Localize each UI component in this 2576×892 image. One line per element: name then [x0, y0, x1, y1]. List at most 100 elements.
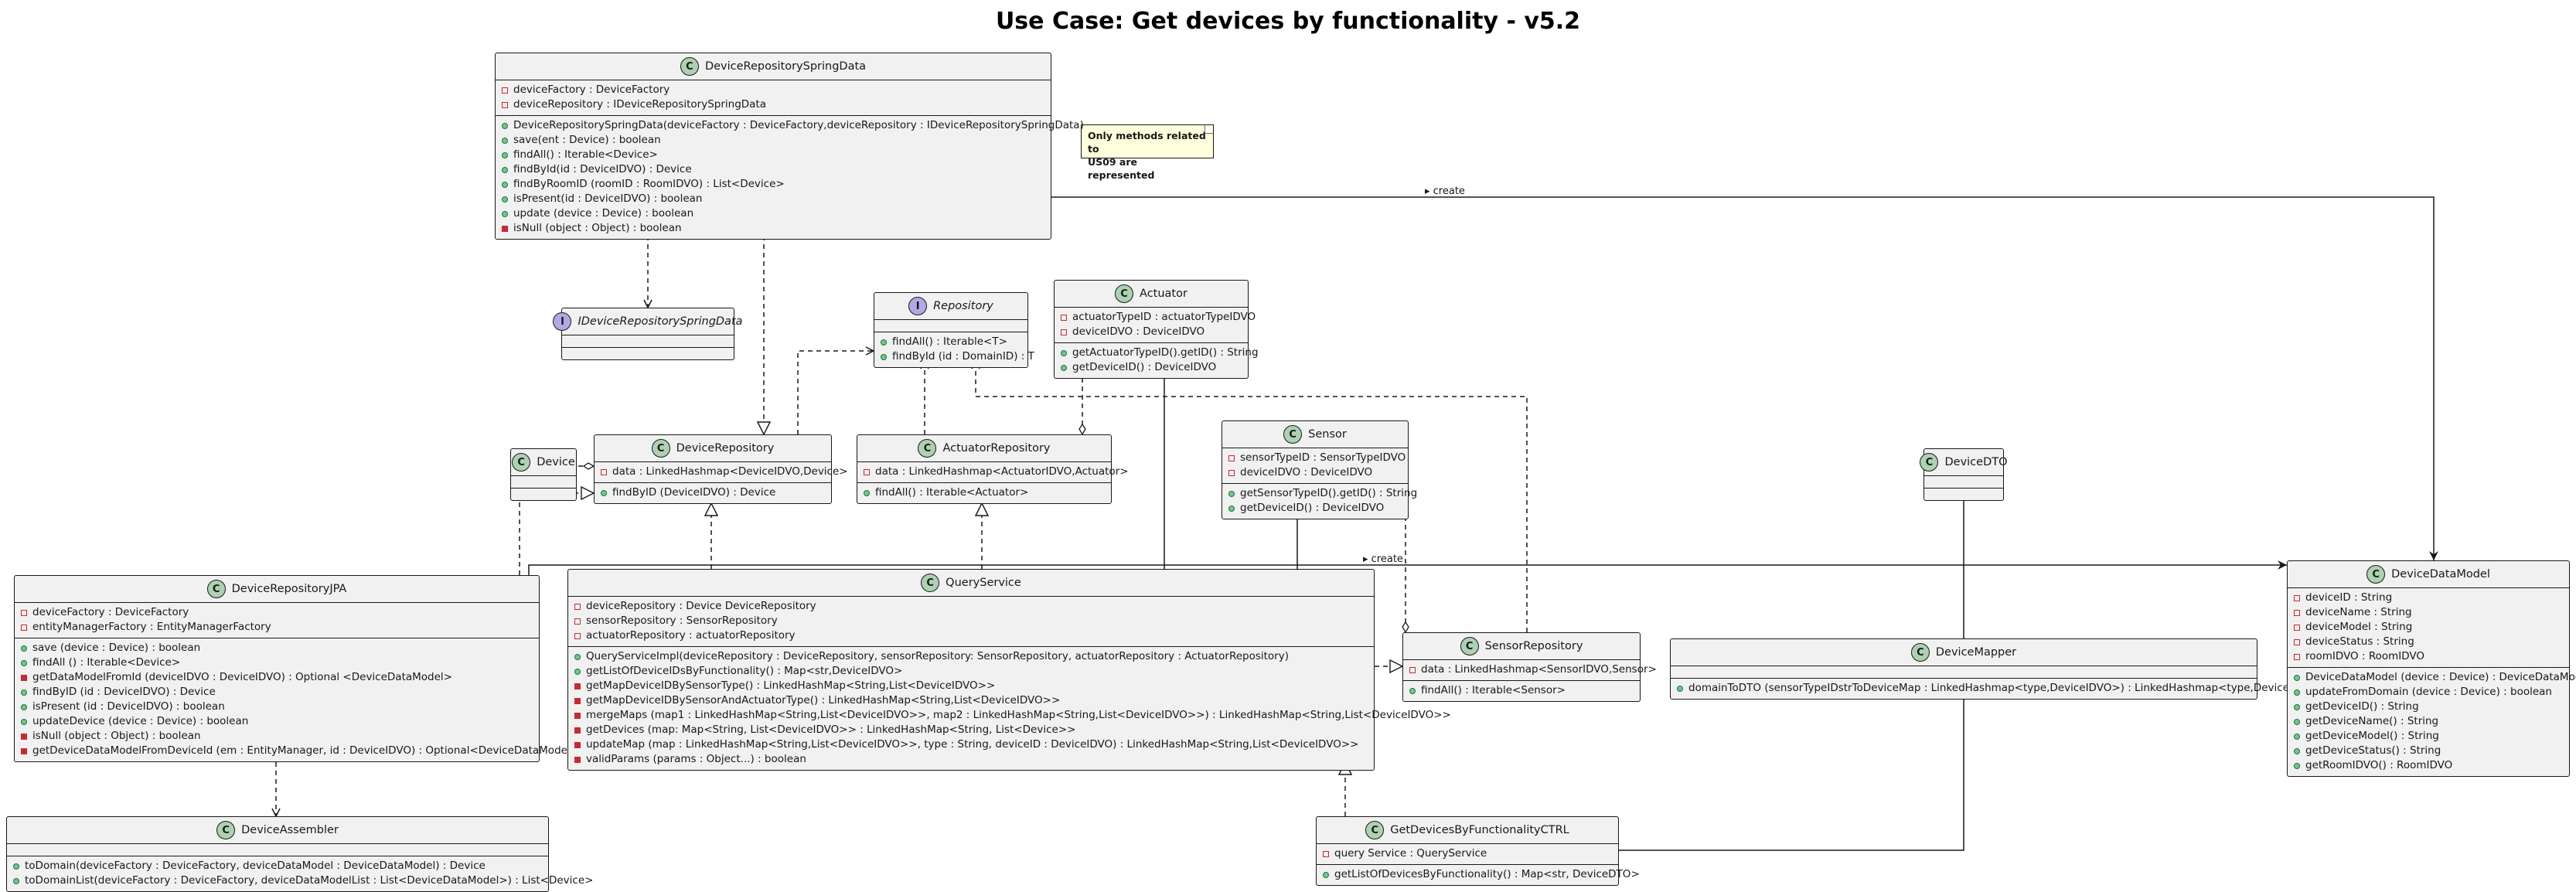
- method-text: findAll() : Iterable<Actuator>: [875, 486, 1029, 499]
- private-field-icon: [1061, 314, 1067, 321]
- public-member-icon: [574, 653, 581, 660]
- public-member-icon: [574, 668, 581, 675]
- attributes-compartment: [874, 320, 1027, 332]
- method-row: findAll() : Iterable<T>: [874, 335, 1027, 349]
- class-badge-icon: C: [921, 574, 940, 592]
- method-row: getMapDeviceIDBySensorType() : LinkedHas…: [568, 679, 1374, 693]
- method-row: findById(id : DeviceIDVO) : Device: [496, 162, 1051, 177]
- attribute-row: deviceRepository : Device DeviceReposito…: [568, 599, 1374, 614]
- class-device[interactable]: C Device: [510, 448, 577, 501]
- attribute-text: deviceRepository : Device DeviceReposito…: [586, 600, 816, 612]
- private-method-icon: [21, 733, 27, 740]
- method-text: getDeviceDataModelFromDeviceId (em : Ent…: [32, 744, 580, 757]
- public-member-icon: [21, 703, 27, 710]
- public-member-icon: [13, 863, 19, 870]
- note-fold-icon: [1205, 124, 1214, 134]
- class-name: GetDevicesByFunctionalityCTRL: [1390, 824, 1569, 836]
- public-member-icon: [1061, 364, 1067, 371]
- public-member-icon: [1323, 871, 1329, 878]
- class-badge-icon: C: [512, 453, 531, 472]
- attributes-compartment: [511, 476, 576, 489]
- class-badge-icon: C: [216, 821, 236, 839]
- method-row: getDevices (map: Map<String, List<Device…: [568, 723, 1374, 737]
- method-row: findByRoomID (roomID : RoomIDVO) : List<…: [496, 177, 1051, 192]
- method-row: findAll () : Iterable<Device>: [15, 655, 539, 670]
- method-text: isNull (object : Object) : boolean: [513, 222, 682, 234]
- method-text: getDeviceID() : DeviceIDVO: [1072, 361, 1217, 373]
- private-field-icon: [502, 87, 508, 94]
- private-method-icon: [21, 747, 27, 754]
- method-row: getDeviceDataModelFromDeviceId (em : Ent…: [15, 744, 579, 758]
- class-name: DeviceAssembler: [241, 824, 339, 836]
- attribute-row: data : LinkedHashmap<SensorIDVO,Sensor>: [1403, 662, 1657, 677]
- public-member-icon: [502, 122, 508, 129]
- methods-compartment: getListOfDevicesByFunctionality() : Map<…: [1317, 865, 1640, 885]
- private-method-icon: [574, 683, 581, 689]
- attribute-row: entityManagerFactory : EntityManagerFact…: [15, 620, 539, 635]
- private-field-icon: [2294, 609, 2300, 616]
- note: Only methods related to US09 are represe…: [1081, 124, 1214, 181]
- method-text: findById (id : DomainID) : T: [892, 350, 1034, 363]
- attribute-text: data : LinkedHashmap<DeviceIDVO,Device>: [612, 465, 848, 478]
- public-member-icon: [2294, 762, 2300, 769]
- method-row: findByID (DeviceIDVO) : Device: [595, 485, 831, 500]
- class-badge-icon: C: [1115, 284, 1134, 303]
- private-field-icon: [21, 609, 27, 616]
- attribute-text: data : LinkedHashmap<SensorIDVO,Sensor>: [1421, 663, 1657, 676]
- method-row: findByID (id : DeviceIDVO) : Device: [15, 685, 539, 700]
- class-name: Device: [537, 456, 575, 468]
- attribute-row: deviceModel : String: [2288, 620, 2569, 635]
- class-badge-icon: C: [1283, 425, 1303, 444]
- private-method-icon: [574, 712, 581, 719]
- method-row: getDeviceStatus() : String: [2288, 744, 2569, 758]
- public-member-icon: [2294, 718, 2300, 725]
- class-name: Repository: [933, 300, 993, 312]
- attribute-text: deviceFactory : DeviceFactory: [32, 606, 189, 618]
- private-field-icon: [2294, 594, 2300, 601]
- private-field-icon: [502, 101, 508, 108]
- private-field-icon: [1323, 850, 1329, 857]
- method-text: getDeviceID() : String: [2305, 700, 2419, 713]
- method-text: getDeviceName() : String: [2305, 715, 2439, 727]
- methods-compartment: domainToDTO (sensorTypeIDstrToDeviceMap …: [1671, 679, 2298, 699]
- method-row: getDeviceID() : String: [2288, 700, 2569, 714]
- public-member-icon: [2294, 703, 2300, 710]
- class-badge-icon: C: [206, 580, 226, 598]
- class-name: IDeviceRepositorySpringData: [578, 315, 743, 328]
- method-text: getListOfDevicesByFunctionality() : Map<…: [1334, 868, 1640, 880]
- attributes-compartment: [1671, 666, 2257, 679]
- attribute-row: sensorRepository : SensorRepository: [568, 614, 1374, 628]
- methods-compartment: DeviceDataModel (device : Device) : Devi…: [2288, 668, 2576, 776]
- class-name: SensorRepository: [1484, 640, 1583, 652]
- class-badge-icon: C: [1910, 643, 1930, 662]
- method-row: DeviceRepositorySpringData(deviceFactory…: [496, 118, 1084, 133]
- attributes-compartment: deviceRepository : Device DeviceReposito…: [568, 597, 1374, 647]
- public-member-icon: [2294, 674, 2300, 681]
- method-row: getListOfDevicesByFunctionality() : Map<…: [1317, 867, 1640, 882]
- method-text: updateMap (map : LinkedHashMap<String,Li…: [586, 738, 1359, 751]
- private-field-icon: [574, 632, 581, 639]
- method-text: domainToDTO (sensorTypeIDstrToDeviceMap …: [1688, 682, 2298, 694]
- method-row: getDeviceID() : DeviceIDVO: [1222, 501, 1408, 516]
- attribute-row: deviceStatus : String: [2288, 635, 2569, 649]
- method-row: updateFromDomain (device : Device) : boo…: [2288, 685, 2569, 700]
- class-badge-icon: C: [2366, 565, 2386, 584]
